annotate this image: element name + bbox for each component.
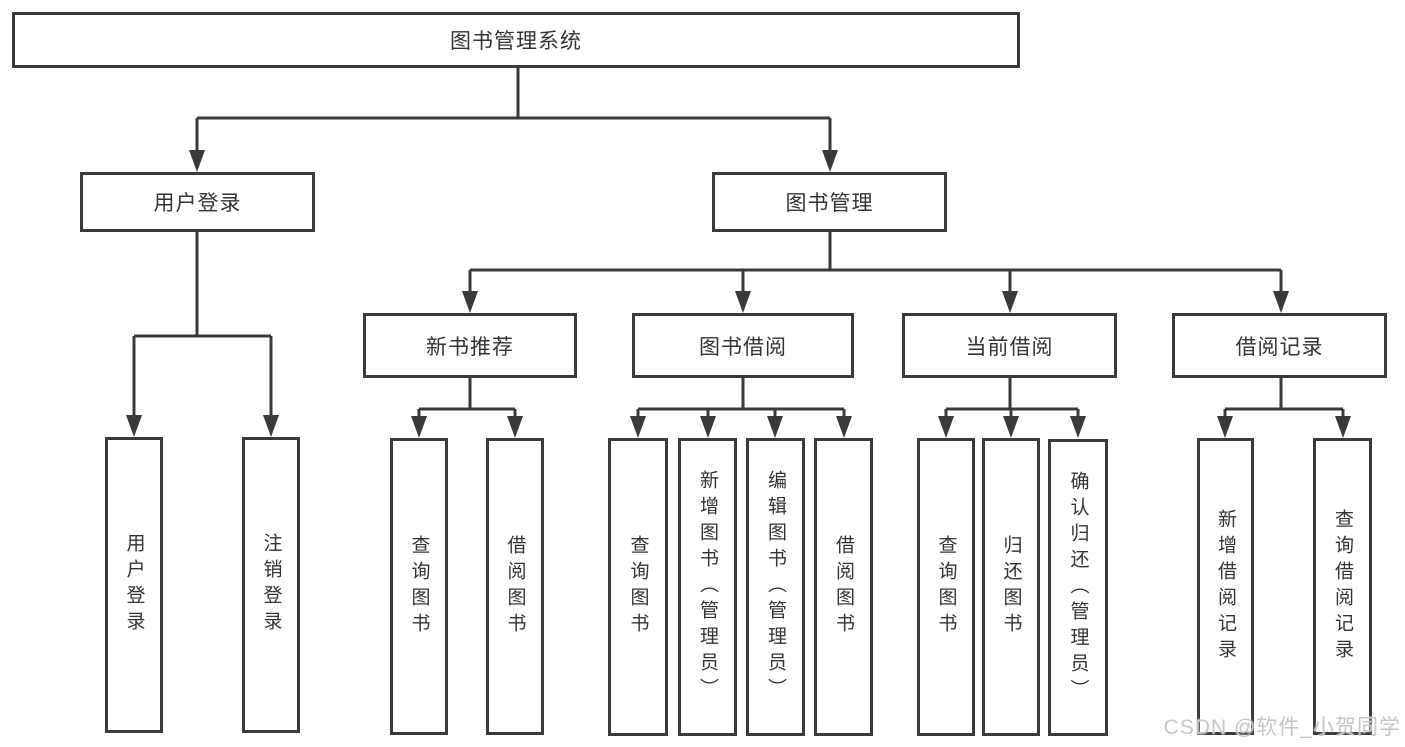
leaf-borrow-edit-books-admin: 编辑图书（管理员） <box>746 438 805 736</box>
leaf-borrow-borrow-books: 借阅图书 <box>814 438 873 736</box>
node-borrow-records: 借阅记录 <box>1172 313 1387 378</box>
leaf-current-query-books: 查询图书 <box>917 438 975 736</box>
leaf-current-return-books: 归还图书 <box>982 438 1040 736</box>
node-current-borrow: 当前借阅 <box>902 313 1117 378</box>
leaf-records-query-record: 查询借阅记录 <box>1313 438 1372 735</box>
node-library-system: 图书管理系统 <box>12 12 1020 68</box>
watermark: CSDN @软件_小贺同学 <box>1163 716 1401 739</box>
leaf-records-add-record: 新增借阅记录 <box>1197 438 1254 735</box>
leaf-user-login: 用户登录 <box>105 437 163 733</box>
leaf-borrow-add-books-admin: 新增图书（管理员） <box>678 438 737 736</box>
leaf-newbook-borrow-books: 借阅图书 <box>486 438 544 735</box>
leaf-borrow-query-books: 查询图书 <box>608 438 668 736</box>
leaf-newbook-query-books: 查询图书 <box>390 438 448 735</box>
leaf-current-confirm-return-admin: 确认归还（管理员） <box>1048 439 1108 736</box>
node-new-book-recommend: 新书推荐 <box>363 313 577 378</box>
node-user-login: 用户登录 <box>80 172 315 232</box>
leaf-logout: 注销登录 <box>242 437 300 733</box>
node-book-borrow: 图书借阅 <box>632 313 854 378</box>
node-book-management: 图书管理 <box>712 172 947 232</box>
